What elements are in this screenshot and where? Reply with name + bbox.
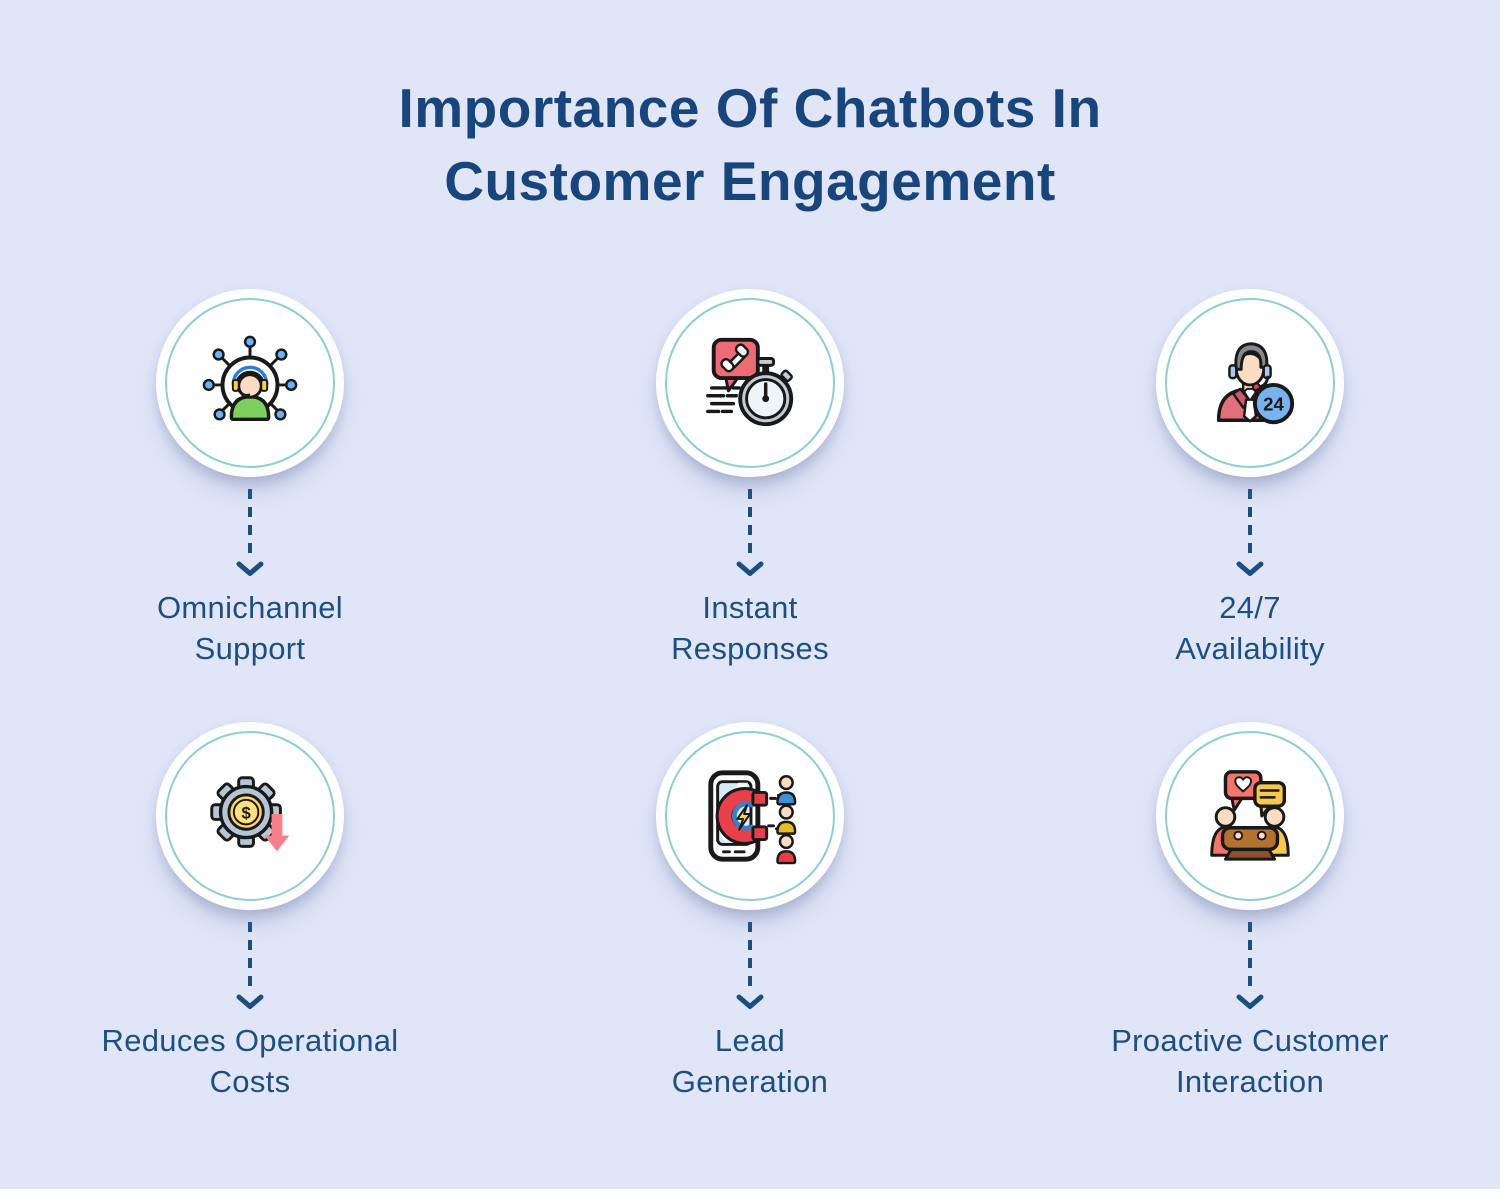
label-line-1: Proactive Customer [1111,1022,1389,1058]
icon-circle [156,289,344,478]
page-title: Importance Of Chatbots In Customer Engage… [0,0,1500,217]
dashed-line [748,921,752,994]
bottom-white-strip [0,1189,1500,1194]
down-arrow [736,487,764,577]
down-arrow [1236,920,1264,1010]
icon-circle [1156,721,1344,910]
label-line-2: Costs [209,1063,291,1099]
dashed-line [1248,489,1252,562]
dashed-line [248,489,252,562]
proactive-customer-interaction-meeting-icon [1210,769,1290,861]
dashed-line [248,921,252,994]
icon-circle [656,721,844,910]
label-line-1: Instant [702,590,798,626]
label-line-1: Reduces Operational [101,1022,399,1058]
label-line-2: Interaction [1175,1063,1325,1099]
label-line-2: Responses [671,631,829,667]
24-7-availability-support-agent-icon: 24 [1216,342,1295,425]
cost-down-arrow [264,813,290,851]
badge-24-text: 24 [1263,394,1284,415]
label-line-2: Availability [1175,631,1325,667]
dashed-line [1248,921,1252,994]
label-line-1: Lead [714,1022,786,1058]
icon-circle [656,289,844,478]
down-arrow [1236,487,1264,577]
down-arrow [736,920,764,1010]
down-arrow [236,920,264,1010]
title-line-2: Customer Engagement [444,149,1056,212]
chevron-down-icon [736,561,764,577]
label-line-2: Support [194,631,306,667]
omnichannel-support-agent-network-icon [202,335,298,422]
icon-circle: 24 [1156,289,1344,478]
down-arrow [236,487,264,577]
chevron-down-icon [236,994,264,1009]
chevron-down-icon [1236,994,1264,1009]
label-line-1: 24/7 [1219,590,1281,626]
label-line-2: Generation [671,1063,829,1099]
lead-generation-phone-magnet-icon [708,770,797,864]
chevron-down-icon [236,561,264,577]
label-line-1: Omnichannel [157,590,343,626]
chevron-down-icon [1236,561,1264,577]
dashed-line [748,489,752,562]
icon-circle: $ [156,721,344,910]
coin-dollar-text: $ [241,803,251,822]
chevron-down-icon [736,994,764,1009]
reduces-operational-costs-gear-dollar-icon: $ [210,775,290,851]
instant-responses-chat-stopwatch-icon [706,338,794,427]
title-line-1: Importance Of Chatbots In [398,77,1102,139]
